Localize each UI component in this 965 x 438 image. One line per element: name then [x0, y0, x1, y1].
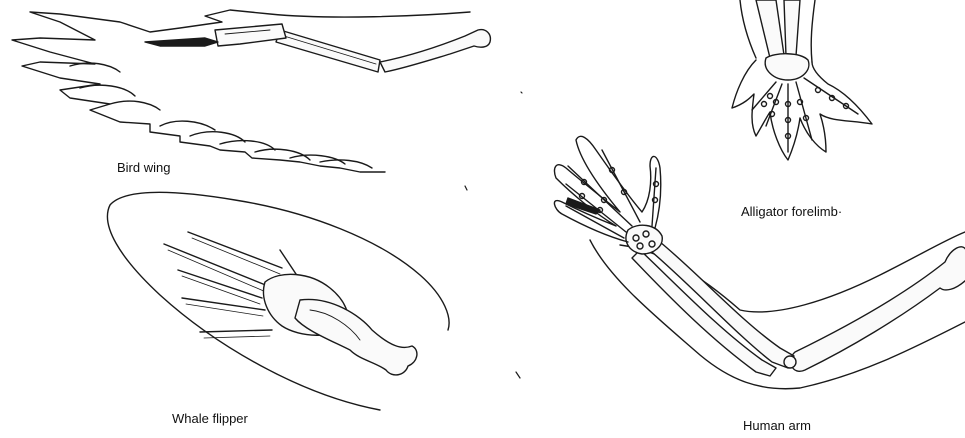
alligator-radius-ulna [756, 0, 784, 58]
human-carpals [626, 225, 662, 254]
print-speckles [465, 92, 522, 378]
human-humerus [791, 247, 965, 372]
caption-whale-flipper: Whale flipper [172, 411, 248, 426]
human-arm-drawing [554, 136, 965, 388]
bird-humerus [380, 30, 490, 72]
bird-digit [145, 38, 218, 46]
human-radius [652, 242, 794, 368]
caption-alligator-forelimb: Alligator forelimb· [741, 204, 842, 219]
caption-bird-wing: Bird wing [117, 160, 170, 175]
bird-radius-ulna [276, 30, 380, 72]
alligator-forelimb-drawing [732, 0, 872, 160]
bird-wing-drawing [12, 10, 490, 172]
alligator-wrist [765, 54, 809, 80]
bird-hand [215, 24, 286, 46]
caption-human-arm: Human arm [743, 418, 811, 433]
whale-flipper-drawing [107, 192, 449, 410]
human-ulna [632, 250, 776, 376]
